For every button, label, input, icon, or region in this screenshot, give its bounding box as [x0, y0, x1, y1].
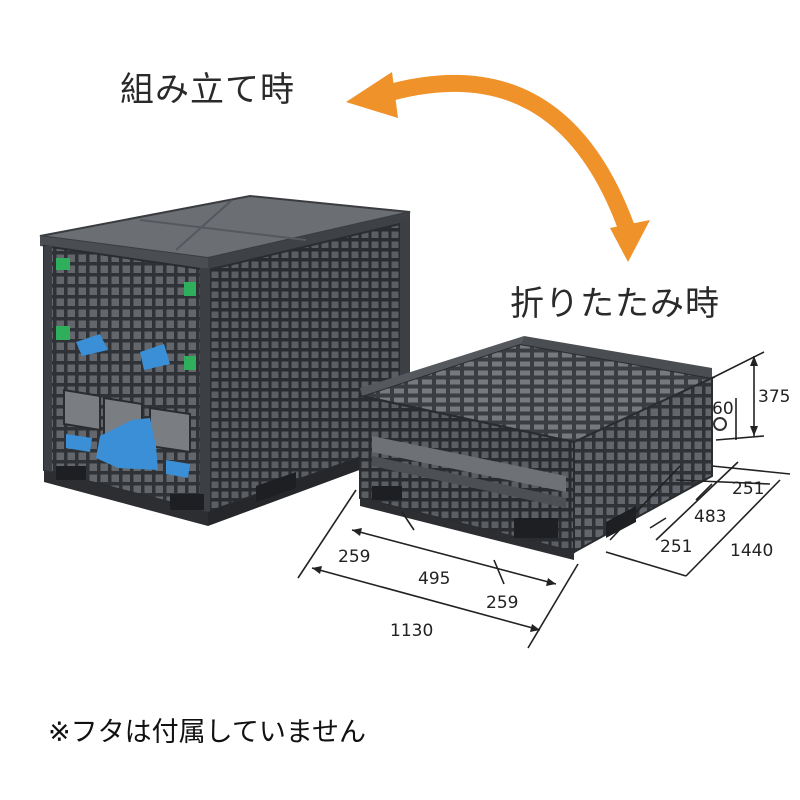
dim-width-left: 259: [338, 547, 370, 567]
dimension-lines: [297, 351, 791, 649]
dim-depth-back: 251: [732, 479, 764, 499]
blue-latch: [140, 344, 170, 370]
assembled-container: [39, 194, 411, 526]
dim-depth-mid: 483: [694, 507, 726, 527]
blue-latch: [76, 334, 108, 356]
assembled-state-label: 組み立て時: [120, 70, 295, 110]
folded-container: [358, 336, 727, 560]
dim-depth-total: 1440: [730, 541, 773, 561]
green-clip: [184, 356, 196, 370]
folded-state-label: 折りたたみ時: [510, 284, 720, 324]
green-clip: [56, 258, 70, 270]
dim-height-sub: 60: [712, 399, 734, 419]
green-clip: [184, 282, 196, 296]
blue-handle: [96, 418, 158, 470]
dim-depth-front: 251: [660, 537, 692, 557]
dim-height-folded: 375: [758, 387, 790, 407]
dim-width-right: 259: [486, 593, 518, 613]
curved-double-arrow-icon: [346, 72, 650, 262]
dimension-arrowheads: [312, 356, 758, 632]
dim-width-total: 1130: [390, 621, 433, 641]
green-clip: [56, 326, 70, 340]
note-text: ※フタは付属していません: [48, 717, 367, 748]
dim-width-mid: 495: [418, 569, 450, 589]
